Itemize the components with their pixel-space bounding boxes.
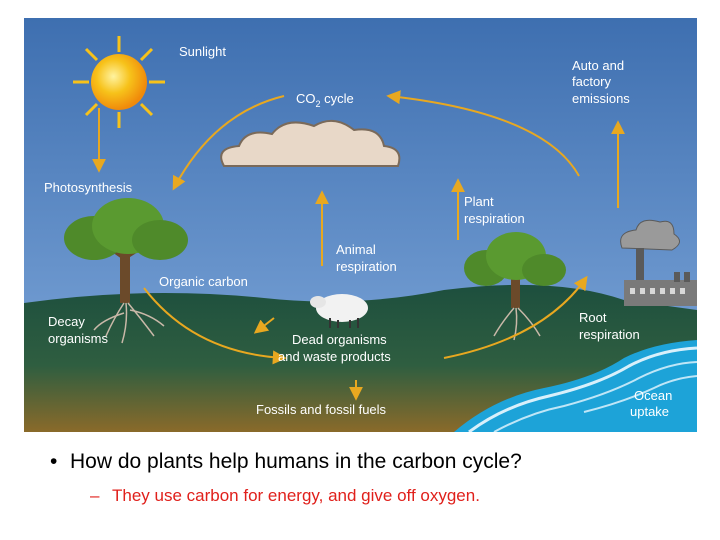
cycle-arrows (92, 90, 625, 401)
label-decay-line1: Decay (48, 314, 85, 329)
carbon-cycle-svg: Sunlight Photosynthesis CO2 cycle Auto a… (24, 18, 697, 432)
label-root-line2: respiration (579, 327, 640, 342)
answer-text: They use carbon for energy, and give off… (112, 486, 480, 505)
cloud-icon (220, 119, 401, 167)
label-plant-resp-line2: respiration (464, 211, 525, 226)
factory-icon (620, 219, 697, 306)
label-animal-resp-line2: respiration (336, 259, 397, 274)
question-item: • How do plants help humans in the carbo… (50, 450, 710, 474)
arrow-decay (253, 317, 275, 334)
label-sunlight: Sunlight (179, 44, 226, 59)
arrow-emissions-to-co2 (386, 90, 580, 177)
label-photosynthesis: Photosynthesis (44, 180, 133, 195)
label-auto-line2: factory (572, 74, 612, 89)
arrow-organic-to-dead (143, 287, 287, 365)
arrow-co2-to-photosynthesis (172, 95, 285, 191)
sun-icon (73, 36, 165, 128)
question-text: How do plants help humans in the carbon … (70, 450, 522, 473)
arrow-dead-to-root (443, 275, 588, 359)
answer-marker: – (90, 486, 100, 505)
label-ocean-line2: uptake (630, 404, 669, 419)
label-plant-resp-line1: Plant (464, 194, 494, 209)
bullet-marker: • (50, 450, 58, 473)
carbon-cycle-diagram: Sunlight Photosynthesis CO2 cycle Auto a… (24, 18, 697, 432)
answer-item: – They use carbon for energy, and give o… (90, 486, 710, 506)
label-auto-line3: emissions (572, 91, 630, 106)
label-dead-line2: and waste products (278, 349, 391, 364)
label-organic-carbon: Organic carbon (159, 274, 248, 289)
ocean (454, 340, 697, 432)
label-dead-line1: Dead organisms (292, 332, 387, 347)
bullet-list: • How do plants help humans in the carbo… (50, 450, 710, 506)
label-root-line1: Root (579, 310, 607, 325)
label-co2-cycle: CO2 cycle (296, 91, 354, 109)
sheep-icon (310, 294, 368, 328)
label-fossils: Fossils and fossil fuels (256, 402, 387, 417)
label-animal-resp-line1: Animal (336, 242, 376, 257)
label-auto-line1: Auto and (572, 58, 624, 73)
tree-right-icon (464, 232, 566, 341)
tree-left-icon (64, 198, 188, 344)
label-ocean-line1: Ocean (634, 388, 672, 403)
label-decay-line2: organisms (48, 331, 108, 346)
